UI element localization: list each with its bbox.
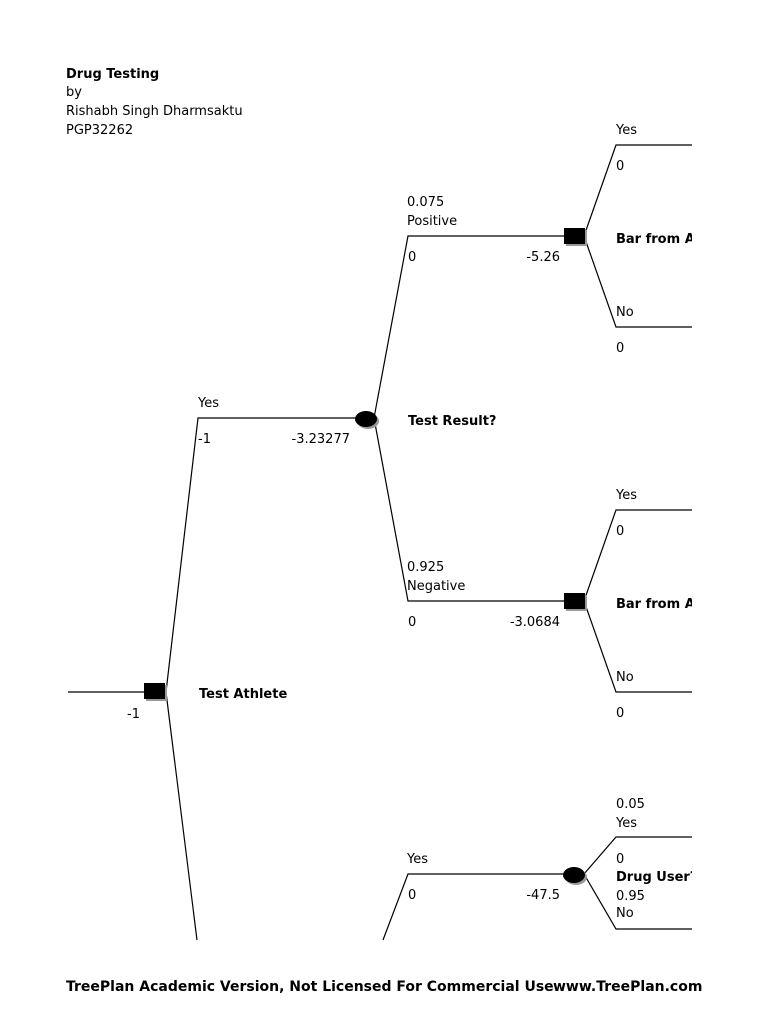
footer-license-text: TreePlan Academic Version, Not Licensed …: [66, 979, 554, 995]
negative-label: Negative: [407, 579, 465, 594]
lower-yes-cost: 0: [408, 888, 416, 903]
drug-user-yes-prob: 0.05: [616, 797, 645, 812]
drug-user-no-label: No: [616, 906, 634, 921]
chance-node-test-result: [355, 411, 379, 429]
bar-from-athletics-label-1: Bar from Athletics?: [616, 232, 757, 247]
negative-cost: 0: [408, 615, 416, 630]
footer-website: www.TreePlan.com: [553, 979, 703, 995]
positive-prob: 0.075: [407, 195, 444, 210]
chance-node-drug-user: [563, 867, 587, 885]
positive-label: Positive: [407, 214, 457, 229]
positive-cost: 0: [408, 250, 416, 265]
positive-bar-no-cost: 0: [616, 341, 624, 356]
bar-from-athletics-label-2: Bar from Athletics?: [616, 597, 757, 612]
drug-user-label: Drug User?: [616, 870, 697, 885]
lower-yes-value: -47.5: [526, 888, 560, 903]
edge-positive-bar-yes: [583, 144, 692, 237]
decision-node-bar-positive: [564, 228, 587, 246]
edge-negative: [373, 417, 566, 602]
edge-negative-bar-no: [583, 600, 692, 693]
positive-value: -5.26: [526, 250, 560, 265]
negative-bar-no-label: No: [616, 670, 634, 685]
test-yes-value: -3.23277: [292, 432, 350, 447]
edge-lower-yes: [382, 873, 566, 941]
test-result-label: Test Result?: [408, 414, 496, 429]
positive-bar-no-label: No: [616, 305, 634, 320]
edge-negative-bar-yes: [583, 509, 692, 602]
negative-bar-no-cost: 0: [616, 706, 624, 721]
decision-node-test-athlete: [144, 683, 167, 701]
edge-positive: [373, 235, 566, 419]
negative-bar-yes-cost: 0: [616, 524, 624, 539]
test-yes-cost: -1: [198, 432, 211, 447]
by-label: by: [66, 85, 82, 100]
decision-node-bar-negative: [564, 593, 587, 611]
edge-test-no: [165, 691, 198, 941]
edge-drug-user-yes: [583, 836, 692, 875]
negative-value: -3.0684: [510, 615, 560, 630]
positive-bar-yes-cost: 0: [616, 159, 624, 174]
author-name: Rishabh Singh Dharmsaktu: [66, 104, 243, 119]
edge-positive-bar-no: [583, 235, 692, 328]
negative-prob: 0.925: [407, 560, 444, 575]
root-value: -1: [127, 707, 140, 722]
negative-bar-yes-label: Yes: [615, 488, 637, 503]
test-yes-label: Yes: [197, 396, 219, 411]
test-athlete-label: Test Athlete: [199, 687, 287, 702]
edge-drug-user-no: [583, 873, 692, 930]
drug-user-yes-cost: 0: [616, 852, 624, 867]
drug-user-yes-label: Yes: [615, 816, 637, 831]
author-id: PGP32262: [66, 123, 133, 138]
lower-yes-label: Yes: [406, 852, 428, 867]
positive-bar-yes-label: Yes: [615, 123, 637, 138]
edge-test-yes: [165, 417, 358, 693]
diagram-title: Drug Testing: [66, 67, 159, 82]
drug-user-no-prob: 0.95: [616, 889, 645, 904]
